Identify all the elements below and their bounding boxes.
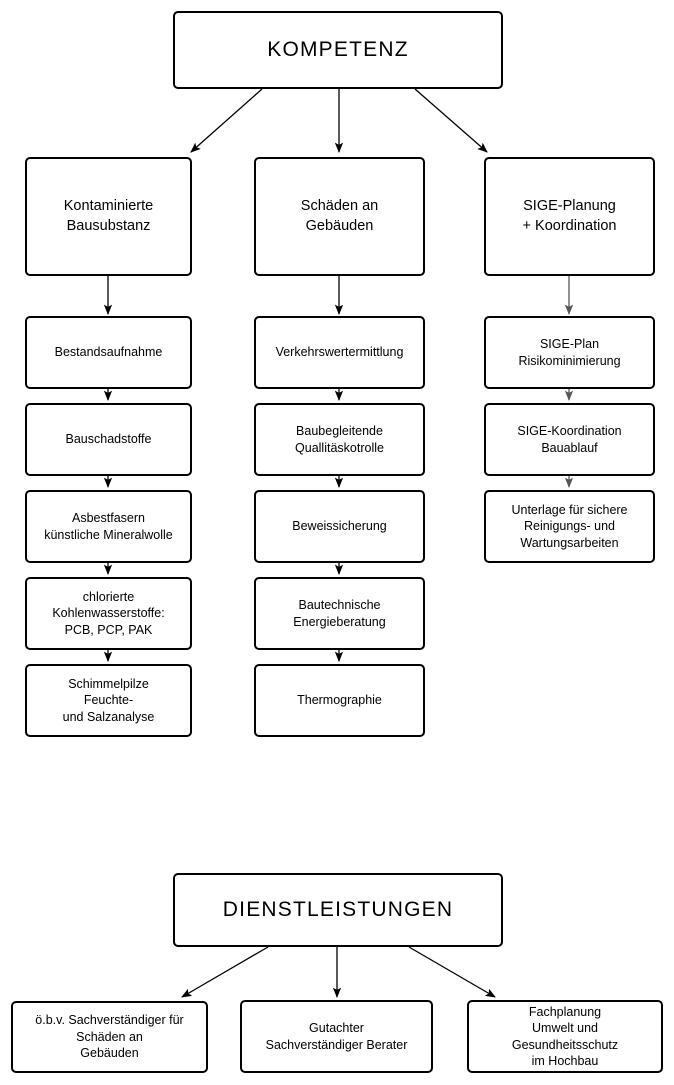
node-kompetenz-root[interactable]: KOMPETENZ	[173, 11, 503, 89]
node-sige-plan-risikominimierung[interactable]: SIGE-Plan Risikominimierung	[484, 316, 655, 389]
connector-kompetenz-to-col3	[414, 88, 488, 153]
node-sige-planung-koordination[interactable]: SIGE-Planung + Koordination	[484, 157, 655, 276]
node-gutachter-sachverstaendiger-berater[interactable]: Gutachter Sachverständiger Berater	[240, 1000, 433, 1073]
connector-dienstleistungen-to-leaf1	[181, 946, 269, 998]
node-bestandsaufnahme[interactable]: Bestandsaufnahme	[25, 316, 192, 389]
node-beweissicherung[interactable]: Beweissicherung	[254, 490, 425, 563]
node-verkehrswertermittlung[interactable]: Verkehrswertermittlung	[254, 316, 425, 389]
node-fachplanung-umwelt-gesundheitsschutz[interactable]: Fachplanung Umwelt und Gesundheitsschutz…	[467, 1000, 663, 1073]
node-schimmelpilze-salzanalyse[interactable]: Schimmelpilze Feuchte- und Salzanalyse	[25, 664, 192, 737]
node-chlorierte-kohlenwasserstoffe[interactable]: chlorierte Kohlenwasserstoffe: PCB, PCP,…	[25, 577, 192, 650]
node-schaeden-an-gebaeuden[interactable]: Schäden an Gebäuden	[254, 157, 425, 276]
connector-dienstleistungen-to-leaf3	[408, 946, 496, 998]
node-asbestfasern-mineralwolle[interactable]: Asbestfasern künstliche Mineralwolle	[25, 490, 192, 563]
node-sige-koordination-bauablauf[interactable]: SIGE-Koordination Bauablauf	[484, 403, 655, 476]
node-baubegleitende-quallitaeskotrolle[interactable]: Baubegleitende Quallitäskotrolle	[254, 403, 425, 476]
node-thermographie[interactable]: Thermographie	[254, 664, 425, 737]
node-bautechnische-energieberatung[interactable]: Bautechnische Energieberatung	[254, 577, 425, 650]
connector-kompetenz-to-col1	[190, 88, 263, 153]
node-kontaminierte-bausubstanz[interactable]: Kontaminierte Bausubstanz	[25, 157, 192, 276]
node-dienstleistungen-root[interactable]: DIENSTLEISTUNGEN	[173, 873, 503, 947]
node-unterlage-reinigungs-wartungsarbeiten[interactable]: Unterlage für sichere Reinigungs- und Wa…	[484, 490, 655, 563]
node-bauschadstoffe[interactable]: Bauschadstoffe	[25, 403, 192, 476]
node-obv-sachverstaendiger-schaeden-gebaeuden[interactable]: ö.b.v. Sachverständiger für Schäden an G…	[11, 1001, 208, 1073]
